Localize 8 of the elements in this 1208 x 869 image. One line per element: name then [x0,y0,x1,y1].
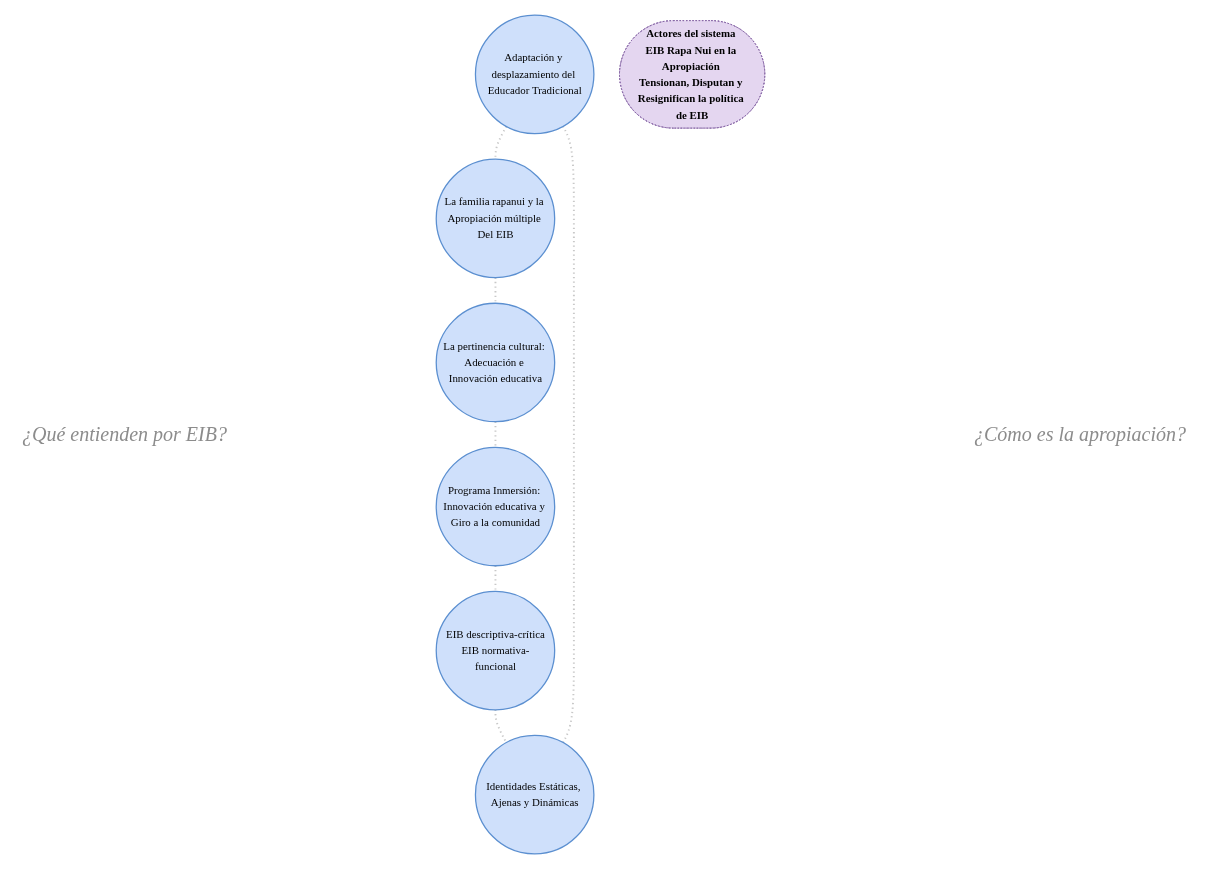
node-circle: La pertinencia cultural: Adecuación e Innovación educativa [435,302,556,423]
question-label: ¿Cómo es la apropiación? [972,423,1187,446]
node-circle: Adaptación y desplazamiento del Educador Tradicional [474,14,595,135]
node-circle: Programa Inmersión: Innovación educativa y Giro a la comunidad [435,446,556,567]
question-label: ¿Qué entienden por EIB? [21,423,228,446]
node-circle: La familia rapanui y la Apropiación múltiple Del EIB [435,158,556,279]
node-circle: Identidades Estáticas, Ajenas y Dinámicas [474,734,595,855]
node-circle: EIB descriptiva-crítica EIB normativa-funcional [435,590,556,711]
